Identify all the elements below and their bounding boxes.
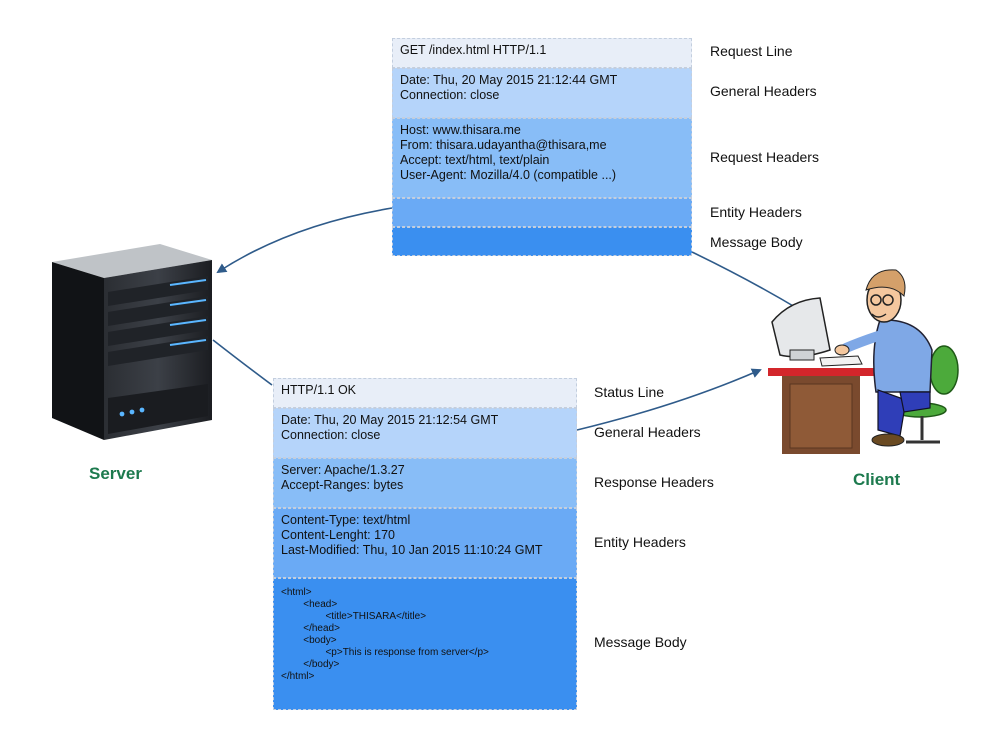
response-entity-header-line: Content-Lenght: 170	[281, 528, 395, 542]
request-general-header-line: Date: Thu, 20 May 2015 21:12:44 GMT	[400, 73, 618, 87]
request-entity-headers-label: Entity Headers	[710, 204, 802, 220]
request-headers-label: Request Headers	[710, 149, 819, 165]
response-headers-segment: Server: Apache/1.3.27 Accept-Ranges: byt…	[273, 458, 577, 508]
request-line-label: Request Line	[710, 43, 793, 59]
response-body-line: </body>	[281, 659, 340, 670]
response-general-header-line: Date: Thu, 20 May 2015 21:12:54 GMT	[281, 413, 499, 427]
status-line-text: HTTP/1.1 OK	[281, 383, 357, 397]
response-body-line: </html>	[281, 671, 315, 682]
response-line-from-server	[212, 339, 273, 386]
response-general-headers-segment: Date: Thu, 20 May 2015 21:12:54 GMT Conn…	[273, 408, 577, 458]
request-message-body-segment	[392, 227, 692, 256]
response-body-line: <html>	[281, 587, 312, 598]
response-general-header-line: Connection: close	[281, 428, 381, 442]
response-entity-headers-segment: Content-Type: text/html Content-Lenght: …	[273, 508, 577, 578]
request-headers-segment: Host: www.thisara.me From: thisara.udaya…	[392, 118, 692, 198]
request-line-text: GET /index.html HTTP/1.1	[400, 43, 547, 57]
response-general-headers-label: General Headers	[594, 424, 701, 440]
response-entity-header-line: Last-Modified: Thu, 10 Jan 2015 11:10:24…	[281, 543, 543, 557]
request-general-header-line: Connection: close	[400, 88, 500, 102]
response-entity-headers-label: Entity Headers	[594, 534, 686, 550]
response-body-line: <body>	[281, 635, 337, 646]
request-header-line: User-Agent: Mozilla/4.0 (compatible ...)	[400, 168, 617, 182]
response-header-line: Accept-Ranges: bytes	[281, 478, 404, 492]
request-header-line: From: thisara.udayantha@thisara,me	[400, 138, 607, 152]
response-arrow-to-client	[576, 368, 762, 431]
request-message-body-label: Message Body	[710, 234, 803, 250]
request-general-headers-segment: Date: Thu, 20 May 2015 21:12:44 GMT Conn…	[392, 68, 692, 118]
request-header-line: Accept: text/html, text/plain	[400, 153, 550, 167]
request-arrow-to-server	[216, 207, 393, 274]
server-label: Server	[89, 464, 142, 483]
response-body-line: <head>	[281, 599, 338, 610]
response-body-line: </head>	[281, 623, 340, 634]
status-line-segment: HTTP/1.1 OK	[273, 378, 577, 408]
response-message-body-label: Message Body	[594, 634, 687, 650]
request-general-headers-label: General Headers	[710, 83, 817, 99]
status-line-label: Status Line	[594, 384, 665, 400]
response-body-line: <p>This is response from server</p>	[281, 647, 489, 658]
request-line-from-client	[691, 251, 801, 311]
response-headers-label: Response Headers	[594, 474, 714, 490]
response-header-line: Server: Apache/1.3.27	[281, 463, 405, 477]
response-body-line: <title>THISARA</title>	[281, 611, 427, 622]
request-header-line: Host: www.thisara.me	[400, 123, 521, 137]
response-entity-header-line: Content-Type: text/html	[281, 513, 411, 527]
client-label: Client	[853, 470, 901, 489]
request-entity-headers-segment	[392, 198, 692, 227]
request-line-segment: GET /index.html HTTP/1.1	[392, 38, 692, 68]
response-message-body-segment: <html> <head> <title>THISARA</title> </h…	[273, 578, 577, 710]
